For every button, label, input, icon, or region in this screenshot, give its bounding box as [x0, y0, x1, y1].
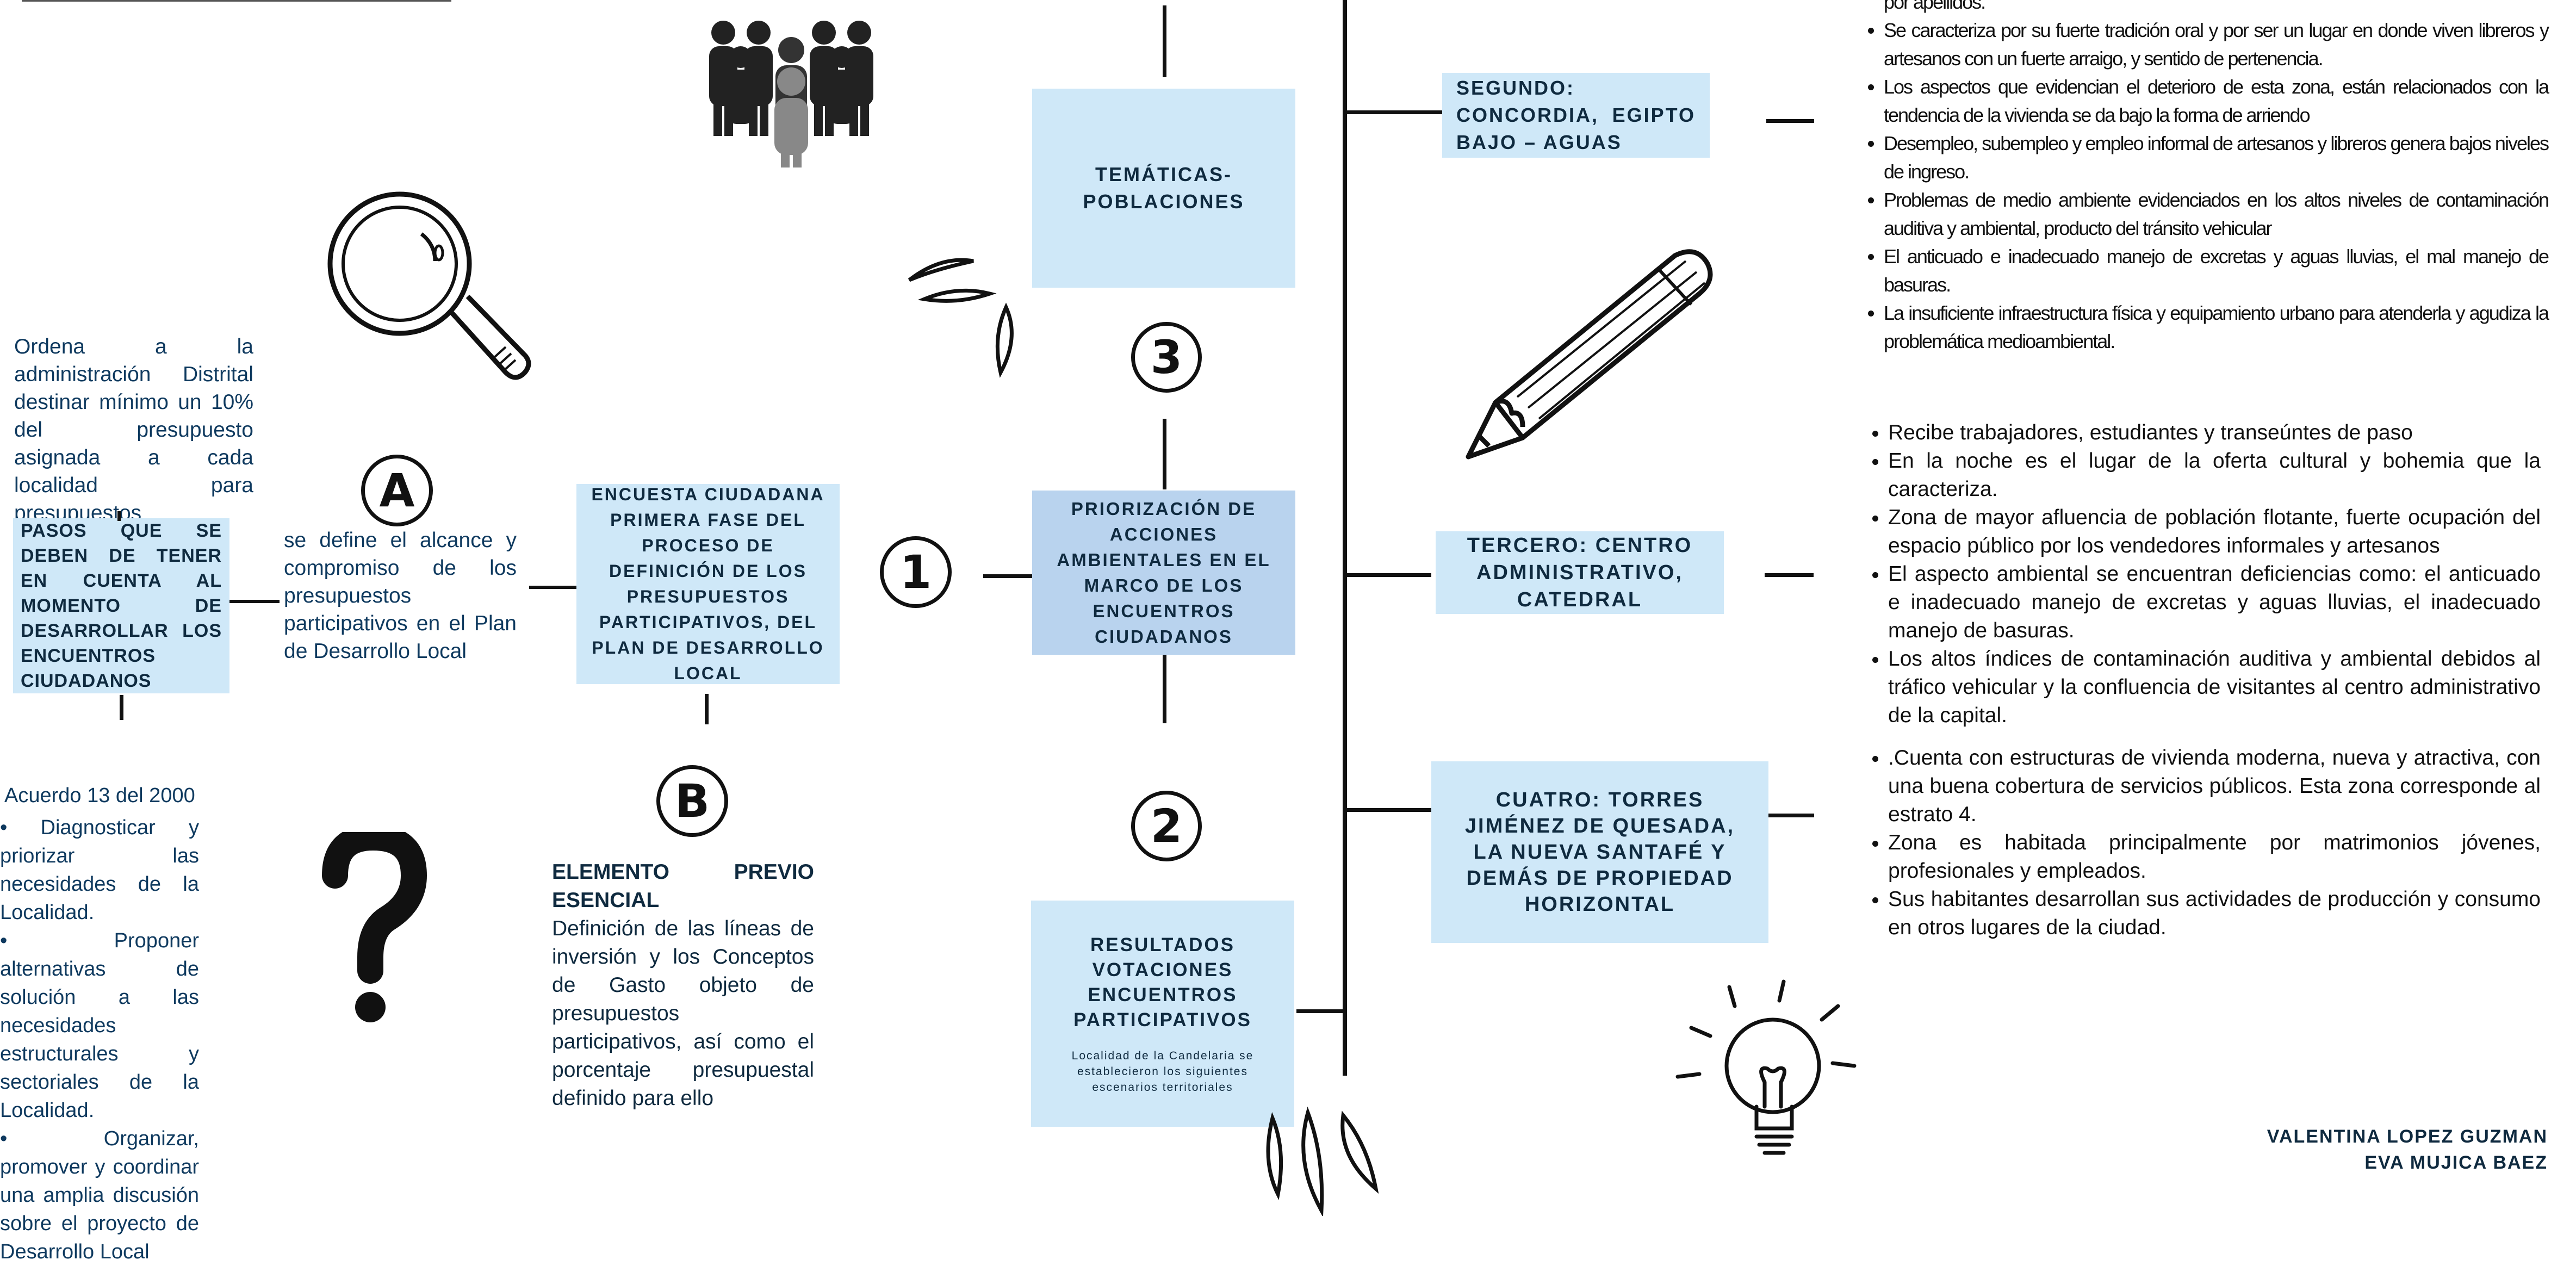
resultados-sub: Localidad de la Candelaria se establecie… — [1071, 1049, 1254, 1094]
connector — [1344, 573, 1431, 577]
zone-tercero-bullet: Los altos índices de contaminación audit… — [1888, 645, 2541, 730]
tematicas-box-text: TEMÁTICAS-POBLACIONES — [1083, 163, 1245, 213]
connector — [229, 600, 280, 603]
lightbulb-icon — [1675, 979, 1857, 1155]
priorizacion-box: PRIORIZACIÓN DE ACCIONES AMBIENTALES EN … — [1032, 491, 1295, 655]
zone-tercero-details: Recibe trabajadores, estudiantes y trans… — [1870, 419, 2541, 730]
marker-1: 1 — [880, 536, 952, 608]
sparkle-doodle-icon — [1266, 1106, 1379, 1216]
zone-segundo-bullet: Desempleo, subempleo y empleo informal d… — [1884, 129, 2549, 186]
zone-tercero-bullet: Recibe trabajadores, estudiantes y trans… — [1888, 419, 2541, 447]
connector — [1296, 1009, 1344, 1013]
zone-segundo-fragment: por apellidos. — [1884, 0, 1986, 13]
acuerdo-item: • Proponer alternativas de solución a la… — [0, 929, 199, 1122]
zone-tercero-bullet: Zona de mayor afluencia de población flo… — [1888, 504, 2541, 560]
connector — [1766, 119, 1814, 123]
main-trunk — [1343, 0, 1347, 1076]
marker-3: 3 — [1131, 322, 1202, 393]
priorizacion-box-text: PRIORIZACIÓN DE ACCIONES AMBIENTALES EN … — [1057, 499, 1271, 647]
zone-cuatro-bullet: .Cuenta con estructuras de vivienda mode… — [1888, 744, 2541, 829]
authors: VALENTINA LOPEZ GUZMAN EVA MUJICA BAEZ — [2267, 1124, 2548, 1176]
author-name: EVA MUJICA BAEZ — [2364, 1152, 2548, 1173]
elemento-text: Definición de las líneas de inversión y … — [552, 917, 814, 1110]
zone-segundo-bullet: El anticuado e inadecuado manejo de excr… — [1884, 243, 2549, 299]
connector — [120, 695, 123, 720]
connector — [1163, 5, 1166, 77]
zone-cuatro-bullet: Sus habitantes desarrollan sus actividad… — [1888, 885, 2541, 942]
pencil-icon — [1466, 249, 1713, 460]
marker-b: B — [656, 765, 728, 837]
acuerdo-title: Acuerdo 13 del 2000 — [4, 784, 195, 807]
acuerdo-item: • Organizar, promover y coordinar una am… — [0, 1127, 199, 1263]
encuesta-box-text: ENCUESTA CIUDADANA PRIMERA FASE DEL PROC… — [591, 485, 825, 683]
resultados-box: RESULTADOS VOTACIONES ENCUENTROS PARTICI… — [1031, 901, 1294, 1127]
marker-2: 2 — [1131, 791, 1202, 861]
author-name: VALENTINA LOPEZ GUZMAN — [2267, 1126, 2548, 1147]
elemento-block: ELEMENTO PREVIO ESENCIAL Definición de l… — [552, 858, 814, 1113]
pasos-box: PASOS QUE SE DEBEN DE TENER EN CUENTA AL… — [13, 518, 229, 693]
connector — [1344, 808, 1431, 812]
elemento-title: ELEMENTO PREVIO ESENCIAL — [552, 860, 814, 912]
zone-cuatro-details: .Cuenta con estructuras de vivienda mode… — [1870, 744, 2541, 942]
zone-tercero-box: TERCERO: CENTRO ADMINISTRATIVO, CATEDRAL — [1436, 531, 1724, 614]
zone-segundo-bullet: Problemas de medio ambiente evidenciados… — [1884, 186, 2549, 243]
zone-segundo-bullet: La insuficiente infraestructura física y… — [1884, 299, 2549, 356]
acuerdo-item: • Diagnosticar y priorizar las necesidad… — [0, 816, 199, 924]
zone-tercero-bullet: El aspecto ambiental se encuentran defic… — [1888, 560, 2541, 645]
zone-tercero-label: TERCERO: CENTRO ADMINISTRATIVO, CATEDRAL — [1467, 534, 1693, 611]
zone-segundo-box: SEGUNDO: CONCORDIA, EGIPTO BAJO – AGUAS — [1442, 73, 1710, 158]
resultados-title: RESULTADOS VOTACIONES ENCUENTROS PARTICI… — [1073, 934, 1252, 1031]
sparkle-doodle-icon — [908, 258, 1014, 378]
encuesta-box: ENCUESTA CIUDADANA PRIMERA FASE DEL PROC… — [576, 484, 840, 684]
acuerdo-list: • Diagnosticar y priorizar las necesidad… — [0, 814, 199, 1266]
marker-a: A — [361, 455, 433, 526]
pasos-box-text: PASOS QUE SE DEBEN DE TENER EN CUENTA AL… — [21, 520, 222, 691]
zone-segundo-bullet: Se caracteriza por su fuerte tradición o… — [1884, 16, 2549, 73]
zone-cuatro-bullet: Zona es habitada principalmente por matr… — [1888, 829, 2541, 885]
connector — [705, 694, 709, 724]
connector — [1163, 419, 1166, 489]
zone-segundo-details: por apellidos. Se caracteriza por su fue… — [1865, 0, 2549, 356]
zone-segundo-bullet: Los aspectos que evidencian el deterioro… — [1884, 73, 2549, 129]
connector — [117, 511, 121, 521]
magnifier-icon — [327, 191, 531, 380]
zone-tercero-bullet: En la noche es el lugar de la oferta cul… — [1888, 447, 2541, 504]
question-mark-icon — [322, 832, 427, 1022]
connector — [1163, 655, 1166, 723]
connector — [1768, 814, 1814, 817]
connector — [1344, 110, 1442, 114]
zone-segundo-label: SEGUNDO: CONCORDIA, EGIPTO BAJO – AGUAS — [1456, 77, 1696, 153]
connector — [529, 586, 576, 589]
connector — [983, 574, 1033, 578]
connector — [1765, 573, 1814, 577]
tematicas-box: TEMÁTICAS-POBLACIONES — [1032, 89, 1295, 288]
zone-cuatro-box: CUATRO: TORRES JIMÉNEZ DE QUESADA, LA NU… — [1431, 761, 1768, 943]
alcance-text: se define el alcance y compromiso de los… — [284, 529, 517, 663]
people-group-icon — [709, 21, 873, 167]
zone-cuatro-label: CUATRO: TORRES JIMÉNEZ DE QUESADA, LA NU… — [1464, 789, 1735, 916]
top-rule — [22, 0, 451, 2]
